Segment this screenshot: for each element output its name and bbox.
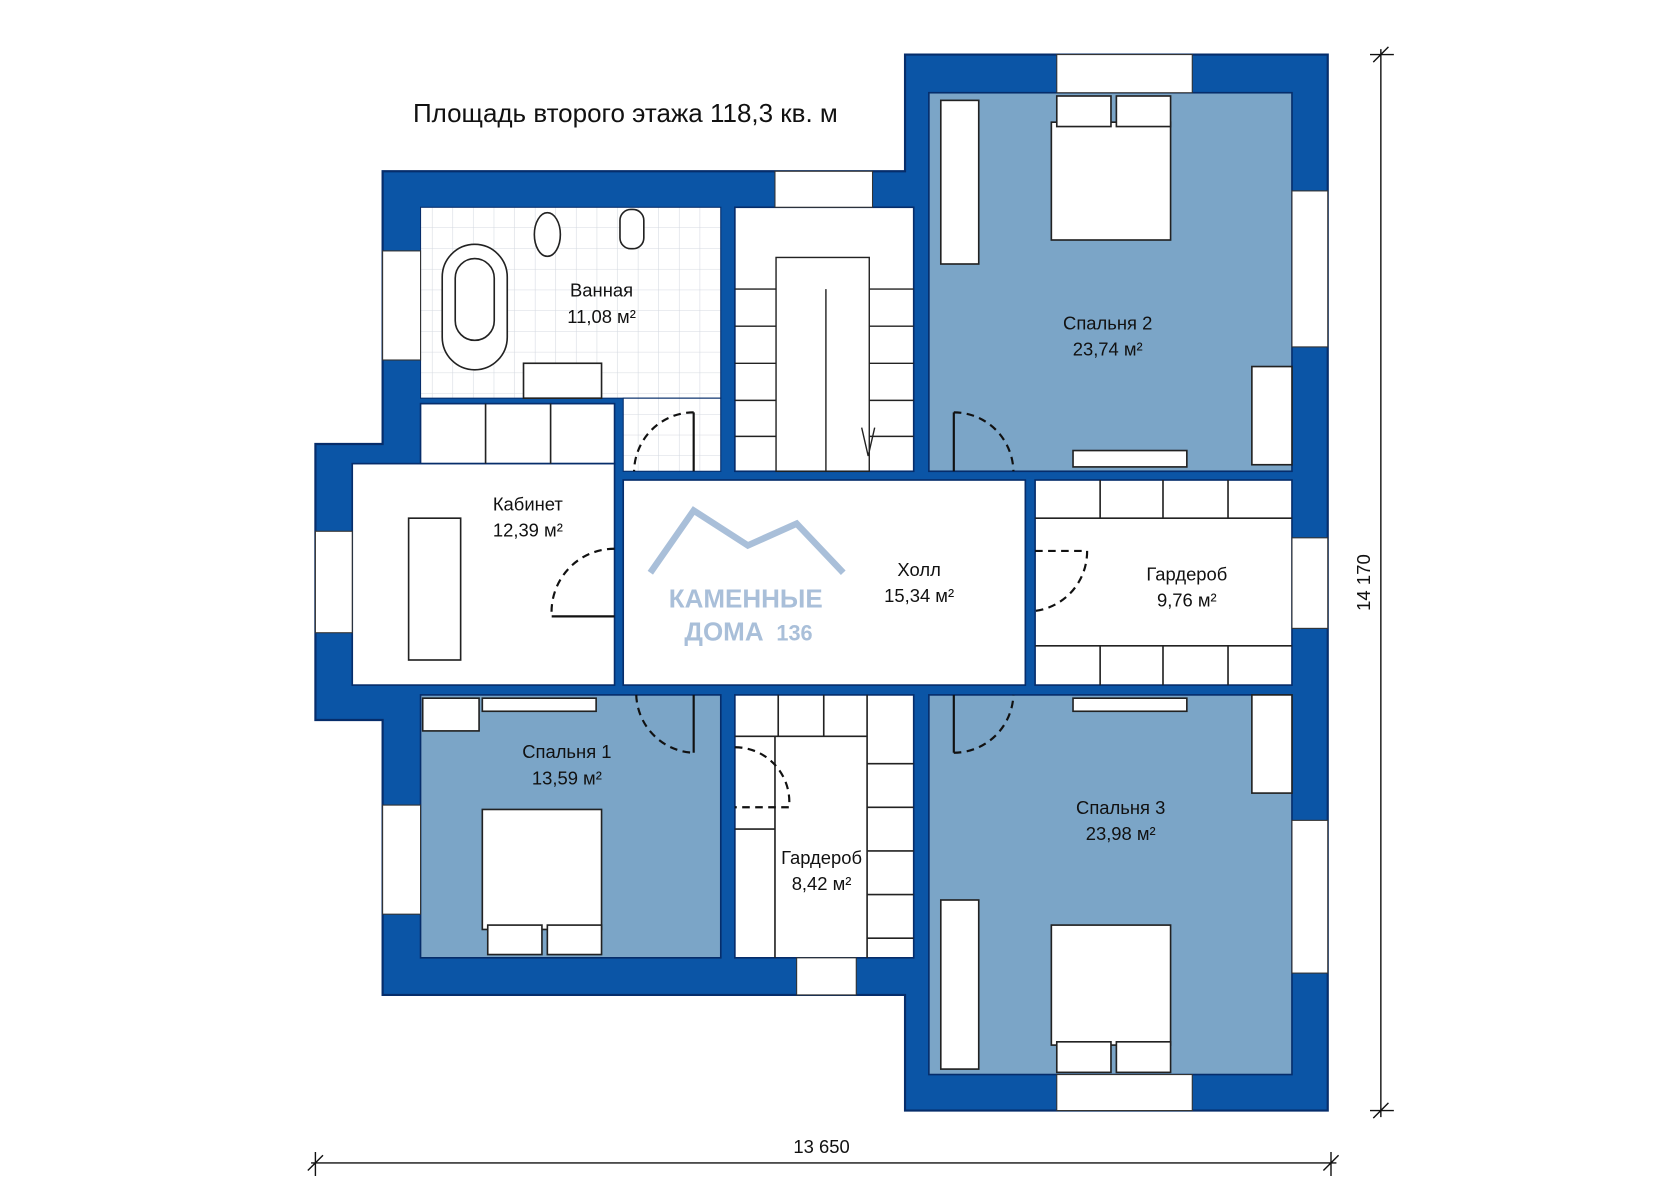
room-name: Спальня 1 [522,741,611,762]
height-dimension: 14 170 [1353,554,1374,611]
hall [622,479,1027,686]
windows [314,53,1329,1112]
company-logo-watermark: КАМЕННЫЕ ДОМА 136 [647,506,846,646]
staircase [734,256,914,472]
room-name: Спальня 2 [1063,312,1152,333]
room-labels: Ванная 11,08 м² Кабинет 12,39 м² Холл 15… [493,280,1228,895]
room-area: 12,39 м² [493,520,563,541]
room-area: 23,98 м² [1086,823,1156,844]
furniture [407,95,1293,1074]
study-wardrobe [419,402,616,465]
room-name: Ванная [570,280,633,301]
room-area: 23,74 м² [1073,339,1143,360]
dimension-lines: 13 650 14 170 [307,46,1394,1176]
doors [550,411,1089,809]
room-name: Кабинет [493,493,564,514]
floor-area-title: Площадь второго этажа 118,3 кв. м [413,98,838,128]
room-area: 8,42 м² [792,873,852,894]
room-name: Гардероб [781,847,862,868]
room-name: Спальня 3 [1076,797,1165,818]
svg-text:КАМЕННЫЕ: КАМЕННЫЕ [669,584,823,614]
room-name: Холл [897,559,940,580]
room-area: 9,76 м² [1157,589,1217,610]
width-dimension: 13 650 [793,1136,849,1157]
room-area: 11,08 м² [567,306,636,327]
room-area: 13,59 м² [532,767,602,788]
svg-text:136: 136 [776,620,812,645]
bathroom-ext [622,397,722,472]
stairwell [734,206,915,473]
room-area: 15,34 м² [884,585,954,606]
room-name: Гардероб [1146,563,1227,584]
svg-text:ДОМА: ДОМА [684,616,763,646]
wardrobe-2 [734,694,915,959]
study [351,462,616,686]
